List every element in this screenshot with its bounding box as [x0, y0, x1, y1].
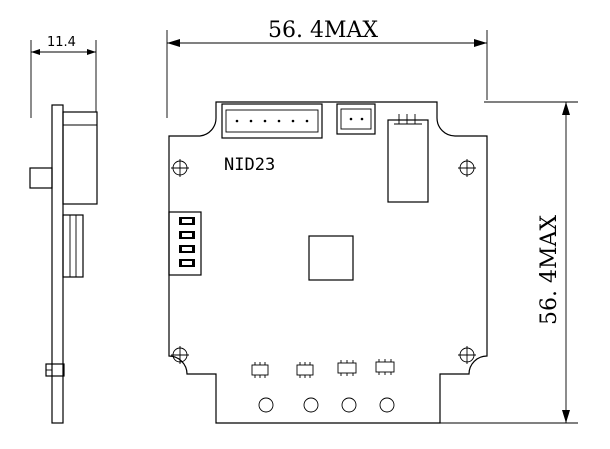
height-label: 56. 4MAX	[537, 215, 562, 325]
relay-block	[387, 114, 429, 203]
six-pin-connector	[221, 103, 323, 139]
board-label: NID23	[224, 155, 275, 175]
top-view: 56. 4MAX 56. 4MAX	[166, 18, 578, 424]
transistor-package	[375, 359, 395, 375]
two-pin-connector	[336, 103, 376, 135]
board-outline	[168, 101, 488, 424]
dip-switch	[168, 211, 202, 276]
mounting-hole	[171, 159, 189, 177]
ic-chip	[308, 235, 354, 281]
terminal-pad	[341, 397, 357, 413]
transistor-package	[337, 360, 357, 376]
thickness-label: 11.4	[47, 35, 76, 50]
mounting-hole	[458, 346, 476, 364]
transistor-package	[296, 362, 314, 378]
terminal-pad	[379, 397, 395, 413]
terminal-pad	[303, 397, 319, 413]
transistor-package	[251, 362, 269, 378]
thickness-dimension: 11.4	[30, 35, 97, 118]
mounting-hole	[458, 159, 476, 177]
mounting-hole	[171, 346, 189, 364]
width-label: 56. 4MAX	[268, 18, 378, 43]
terminal-pad	[258, 397, 274, 413]
side-view: 11.4	[29, 35, 98, 424]
side-switch	[62, 214, 84, 278]
height-dimension: 56. 4MAX	[440, 101, 578, 424]
side-connector	[62, 111, 98, 205]
pcb-edge	[51, 104, 64, 424]
width-dimension: 56. 4MAX	[166, 18, 488, 118]
side-tab	[29, 167, 53, 189]
